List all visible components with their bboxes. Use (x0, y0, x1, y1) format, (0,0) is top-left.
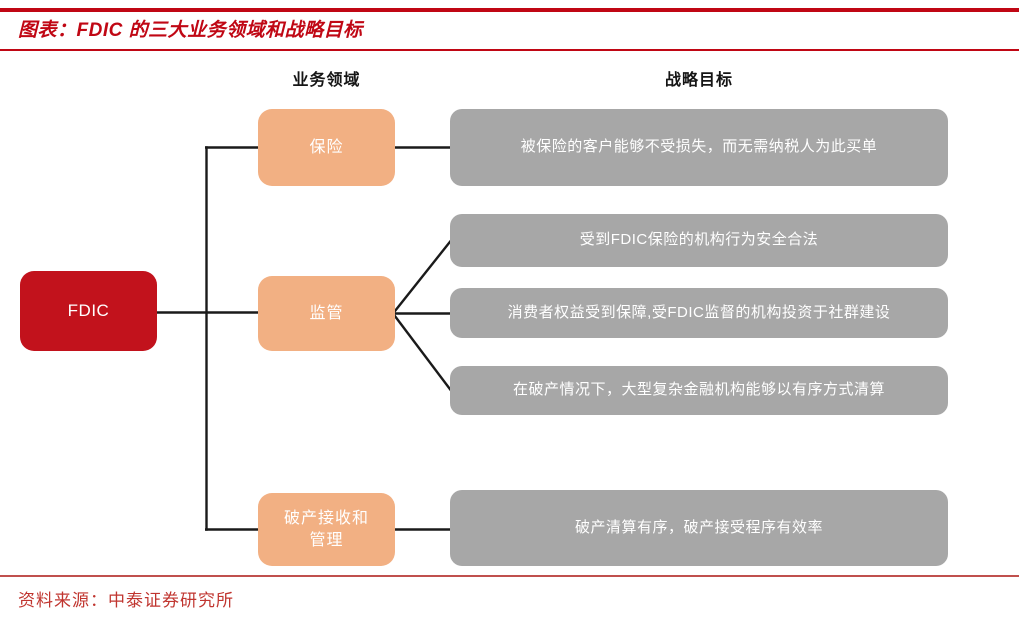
node-area-supervision: 监管 (258, 276, 395, 351)
node-area-insurance-label: 保险 (309, 138, 344, 156)
node-area-supervision-label: 监管 (309, 304, 344, 322)
column-header-strategy: 战略目标 (664, 72, 733, 89)
node-area-receivership: 破产接收和管理 (258, 493, 395, 566)
goal-text: 在破产情况下，大型复杂金融机构能够以有序方式清算 (512, 381, 885, 399)
top-rule (0, 8, 1019, 12)
goal-box-insured-customers: 被保险的客户能够不受损失，而无需纳税人为此买单 (450, 109, 948, 186)
goal-box-safe-legal-conduct: 受到FDIC保险的机构行为安全合法 (450, 214, 948, 267)
node-fdic: FDIC (20, 271, 157, 351)
figure-title: 图表：FDIC 的三大业务领域和战略目标 (18, 20, 363, 41)
goal-box-efficient-receivership: 破产清算有序，破产接受程序有效率 (450, 490, 948, 566)
source-note: 资料来源：中泰证券研究所 (18, 591, 234, 610)
title-rule (0, 49, 1019, 51)
goal-text: 破产清算有序，破产接受程序有效率 (574, 518, 823, 536)
goal-text: 受到FDIC保险的机构行为安全合法 (579, 231, 819, 249)
source-rule (0, 575, 1019, 577)
column-header-business: 业务领域 (292, 72, 361, 89)
node-fdic-label: FDIC (67, 300, 110, 320)
goal-box-consumer-rights: 消费者权益受到保障,受FDIC监督的机构投资于社群建设 (450, 288, 948, 338)
goal-box-orderly-liquidation: 在破产情况下，大型复杂金融机构能够以有序方式清算 (450, 366, 948, 415)
node-area-receivership-label: 破产接收和管理 (283, 509, 369, 549)
goal-text: 被保险的客户能够不受损失，而无需纳税人为此买单 (520, 138, 878, 156)
node-area-insurance: 保险 (258, 109, 395, 186)
goal-text: 消费者权益受到保障,受FDIC监督的机构投资于社群建设 (507, 303, 891, 321)
